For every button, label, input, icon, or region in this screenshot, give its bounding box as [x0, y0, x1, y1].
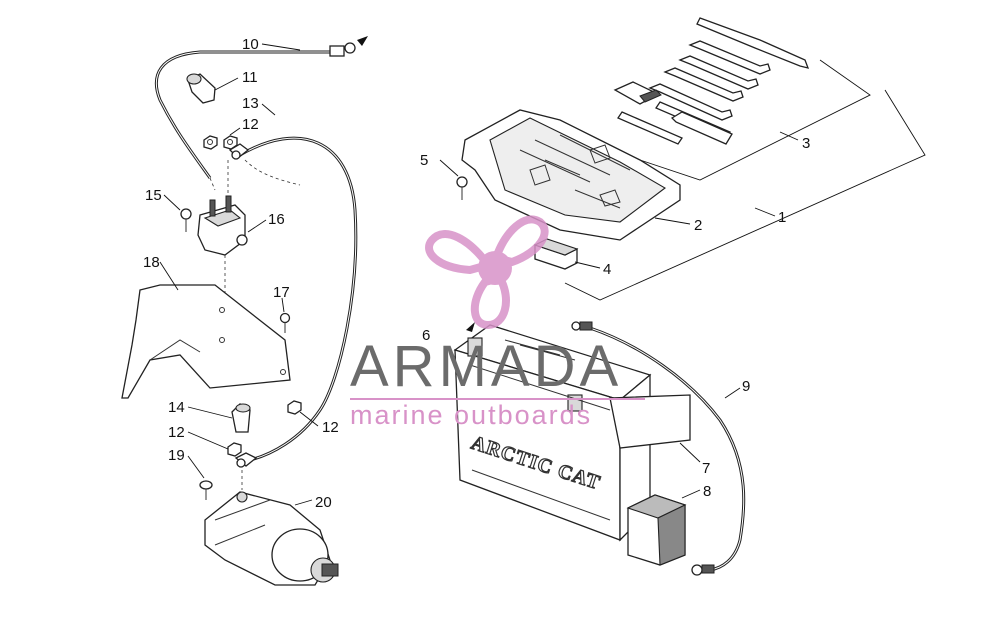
callout-13: 13: [242, 95, 276, 116]
nut-12-lower: [227, 442, 242, 457]
terminal-cap-11: [186, 73, 216, 104]
bolt-19: [199, 480, 213, 500]
watermark-tagline: marine outboards: [350, 400, 593, 430]
callout-3: 3: [779, 131, 810, 152]
nut-12-upper: [203, 135, 238, 150]
callout-12-top: 12: [229, 116, 259, 136]
bolt-17: [279, 312, 291, 333]
nut-12-right: [287, 400, 302, 415]
svg-text:6: 6: [422, 327, 430, 344]
callout-12-lower: 12: [168, 424, 229, 450]
callout-2: 2: [654, 217, 702, 234]
mounting-bracket-18: [121, 284, 291, 399]
callout-4: 4: [574, 261, 611, 278]
callout-6: 6: [422, 327, 430, 344]
svg-text:20: 20: [315, 494, 332, 511]
terminal-cap-14: [231, 403, 251, 433]
svg-text:5: 5: [420, 152, 428, 169]
callout-1: 1: [754, 207, 786, 226]
callout-19: 19: [168, 447, 205, 479]
callout-10: 10: [242, 36, 301, 53]
callout-17: 17: [273, 284, 290, 313]
svg-text:7: 7: [702, 460, 710, 477]
svg-text:13: 13: [242, 95, 259, 112]
svg-text:3: 3: [802, 135, 810, 152]
battery-label-7: [609, 394, 691, 449]
tool-kit-3: [613, 17, 810, 145]
cable-13: [228, 136, 358, 462]
propeller-logo: [425, 215, 549, 330]
svg-text:18: 18: [143, 254, 160, 271]
callout-8: 8: [681, 483, 711, 500]
callout-9: 9: [724, 378, 750, 399]
bolt-15: [180, 208, 192, 232]
svg-text:16: 16: [268, 211, 285, 228]
battery-cable-9: [571, 321, 746, 576]
callout-7: 7: [679, 442, 710, 477]
callout-12-right: 12: [299, 411, 339, 436]
callout-11: 11: [214, 69, 258, 91]
svg-text:12: 12: [168, 424, 185, 441]
svg-text:14: 14: [168, 399, 185, 416]
watermark-divider: [350, 398, 645, 400]
callout-5: 5: [420, 152, 459, 177]
cable-10: [154, 36, 368, 179]
callout-20: 20: [294, 494, 332, 511]
svg-text:19: 19: [168, 447, 185, 464]
foam-block-8: [626, 494, 687, 566]
tool-tray-2: [461, 109, 681, 241]
svg-text:10: 10: [242, 36, 259, 53]
callout-14: 14: [168, 399, 233, 419]
svg-text:8: 8: [703, 483, 711, 500]
callout-15: 15: [145, 187, 181, 211]
svg-text:2: 2: [694, 217, 702, 234]
callout-18: 18: [143, 254, 179, 291]
svg-text:9: 9: [742, 378, 750, 395]
svg-text:12: 12: [242, 116, 259, 133]
svg-text:15: 15: [145, 187, 162, 204]
svg-text:17: 17: [273, 284, 290, 301]
svg-text:12: 12: [322, 419, 339, 436]
screw-5: [456, 176, 468, 200]
svg-text:11: 11: [242, 69, 258, 86]
svg-text:1: 1: [778, 209, 786, 226]
starter-solenoid-16: [197, 195, 248, 256]
starter-motor-20: [204, 491, 339, 586]
watermark-brand: ARMADA: [350, 334, 623, 399]
callout-16: 16: [247, 211, 285, 233]
svg-text:4: 4: [603, 261, 611, 278]
